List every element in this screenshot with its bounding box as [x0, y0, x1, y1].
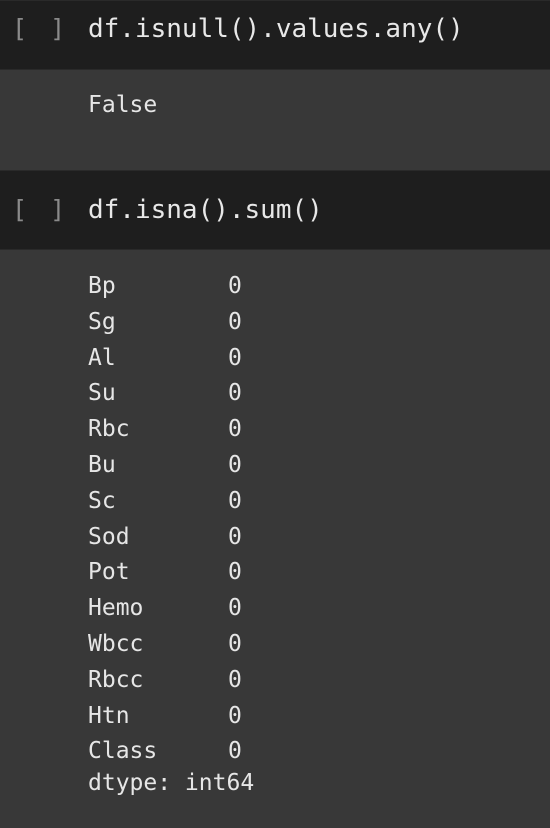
code-cell-input-2[interactable]	[0, 170, 550, 250]
series-row: Al 0	[88, 341, 242, 377]
series-key: Sc	[88, 487, 116, 514]
series-row: Class 0	[88, 734, 242, 770]
output-text-1: False	[88, 92, 158, 118]
series-row: Wbcc 0	[88, 627, 242, 663]
series-value: 0	[228, 308, 242, 335]
series-row: Sod 0	[88, 520, 242, 556]
series-value: 0	[228, 666, 242, 693]
series-row: Hemo 0	[88, 591, 242, 627]
series-key: Wbcc	[88, 630, 144, 657]
series-key: Pot	[88, 559, 130, 586]
series-row: Rbcc 0	[88, 663, 242, 699]
series-value: 0	[228, 559, 242, 586]
series-value: 0	[228, 523, 242, 550]
series-row: Bp 0	[88, 269, 242, 305]
series-key: Sod	[88, 523, 130, 550]
series-value: 0	[228, 702, 242, 729]
series-key: Rbc	[88, 416, 130, 443]
run-cell-button-2[interactable]: [ ]	[12, 195, 70, 224]
series-value: 0	[228, 344, 242, 371]
series-row: Htn 0	[88, 699, 242, 735]
series-value: 0	[228, 380, 242, 407]
series-key: Al	[88, 344, 116, 371]
series-key: Rbcc	[88, 666, 144, 693]
code-text-1[interactable]: df.isnull().values.any()	[88, 14, 464, 44]
series-value: 0	[228, 273, 242, 299]
series-row: Bu 0	[88, 448, 242, 484]
series-value: 0	[228, 630, 242, 657]
series-key: Su	[88, 380, 116, 407]
series-row: Rbc 0	[88, 412, 242, 448]
run-cell-button-1[interactable]: [ ]	[12, 14, 70, 43]
series-value: 0	[228, 487, 242, 514]
series-row: Pot 0	[88, 555, 242, 591]
cell-output-1	[0, 70, 550, 170]
series-key: Bp	[88, 273, 116, 299]
series-value: 0	[228, 595, 242, 622]
series-row: Su 0	[88, 376, 242, 412]
series-value: 0	[228, 416, 242, 443]
series-key: Class	[88, 738, 158, 765]
dtype-line: dtype: int64	[88, 770, 255, 796]
series-value: 0	[228, 738, 242, 765]
series-key: Htn	[88, 702, 130, 729]
series-key: Sg	[88, 308, 116, 335]
series-value: 0	[228, 451, 242, 478]
series-key: Bu	[88, 451, 116, 478]
series-row: Sg 0	[88, 305, 242, 341]
series-row: Sc 0	[88, 484, 242, 520]
code-text-2[interactable]: df.isna().sum()	[88, 195, 323, 225]
code-cell-input-1[interactable]	[0, 0, 550, 70]
cell-output-2	[0, 250, 550, 828]
series-key: Hemo	[88, 595, 144, 622]
